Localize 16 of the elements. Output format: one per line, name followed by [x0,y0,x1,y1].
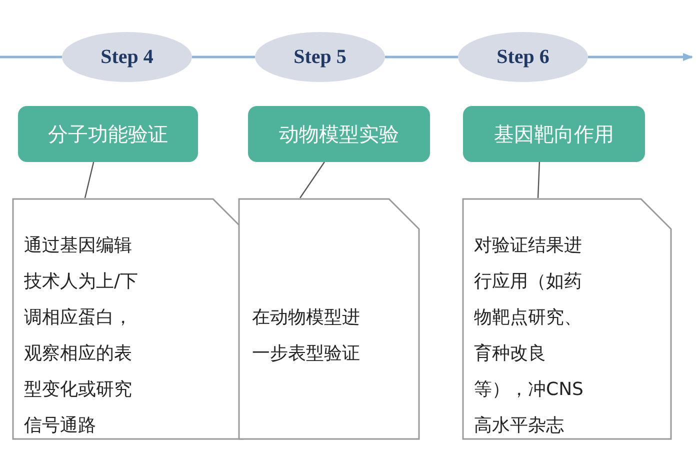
title-box: 分子功能验证 [18,106,198,162]
timeline-line [385,56,458,58]
note-text: 在动物模型进一步表型验证 [252,306,361,366]
connector-line [300,162,325,198]
step-ellipse: Step 5 [255,32,385,82]
connector-line [84,162,94,198]
step-ellipse: Step 6 [458,32,588,82]
timeline-line [192,56,255,58]
step-ellipse: Step 4 [62,32,192,82]
title-box: 基因靶向作用 [463,106,645,162]
note-text: 对验证结果进行应用（如药物靶点研究、育种改良等），冲CNS高水平杂志 [474,234,584,438]
note-text: 通过基因编辑技术人为上/下调相应蛋白，观察相应的表型变化或研究信号通路 [24,234,140,438]
connector-line [537,162,540,198]
title-box: 动物模型实验 [248,106,430,162]
timeline-line [0,56,62,58]
timeline-arrow [588,53,693,61]
